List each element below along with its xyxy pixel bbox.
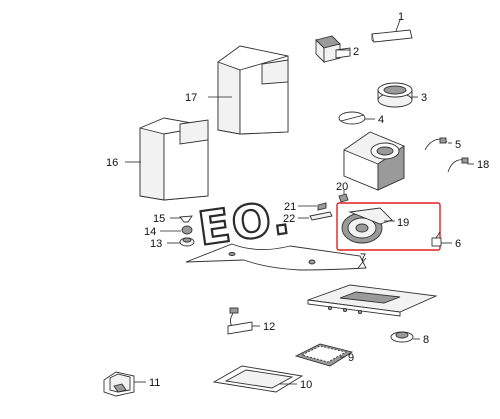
callout-6: 6 [455, 238, 461, 250]
callout-1: 1 [398, 11, 404, 23]
callout-21: 21 [284, 201, 296, 213]
part-5-cable[interactable] [424, 137, 452, 151]
part-1-bracket[interactable] [371, 19, 413, 43]
watermark-text: EO. [195, 190, 295, 256]
callout-5: 5 [455, 139, 461, 151]
motor-housing[interactable] [343, 131, 405, 191]
part-14-bulb[interactable] [160, 225, 193, 235]
part-13-lamp-holder[interactable] [167, 237, 195, 247]
hood-body-frame[interactable] [307, 284, 438, 317]
part-17-upper-chimney[interactable] [208, 45, 289, 135]
part-19-blower-motor[interactable] [336, 202, 441, 251]
part-21-screw[interactable] [298, 202, 327, 211]
callout-3: 3 [421, 92, 427, 104]
callout-22: 22 [283, 213, 295, 225]
part-22-rod[interactable] [298, 211, 333, 221]
part-3-collar-ring[interactable] [377, 82, 418, 108]
callout-16: 16 [106, 157, 118, 169]
callout-19: 19 [397, 217, 409, 229]
part-11-support[interactable] [103, 371, 146, 397]
part-18-cable[interactable] [447, 157, 474, 173]
callout-12: 12 [263, 321, 275, 333]
callout-10: 10 [300, 379, 312, 391]
part-4-damper-flap[interactable] [338, 111, 375, 125]
part-16-lower-chimney[interactable] [125, 117, 209, 201]
callout-4: 4 [378, 114, 384, 126]
part-10-filter-plate[interactable] [212, 365, 304, 393]
callout-20: 20 [336, 181, 348, 193]
part-7-glass-canopy[interactable] [185, 243, 367, 271]
part-15-cap[interactable] [170, 215, 193, 223]
callout-15: 15 [153, 213, 165, 225]
part-8-button-ring[interactable] [390, 331, 420, 343]
callout-7: 7 [360, 252, 366, 264]
part-12-wiring-harness[interactable] [227, 307, 260, 335]
callout-17: 17 [185, 92, 197, 104]
callout-8: 8 [423, 334, 429, 346]
callout-13: 13 [150, 238, 162, 250]
highlight-box [336, 202, 441, 251]
callout-11: 11 [149, 377, 160, 389]
callout-9: 9 [348, 352, 354, 364]
callout-14: 14 [144, 226, 156, 238]
part-20-clip[interactable] [338, 190, 349, 203]
part-9-grease-filter[interactable] [294, 343, 354, 367]
part-6-switch[interactable] [431, 231, 452, 247]
callout-18: 18 [477, 159, 489, 171]
callout-2: 2 [353, 46, 359, 58]
part-2-mount-block[interactable] [315, 35, 351, 64]
